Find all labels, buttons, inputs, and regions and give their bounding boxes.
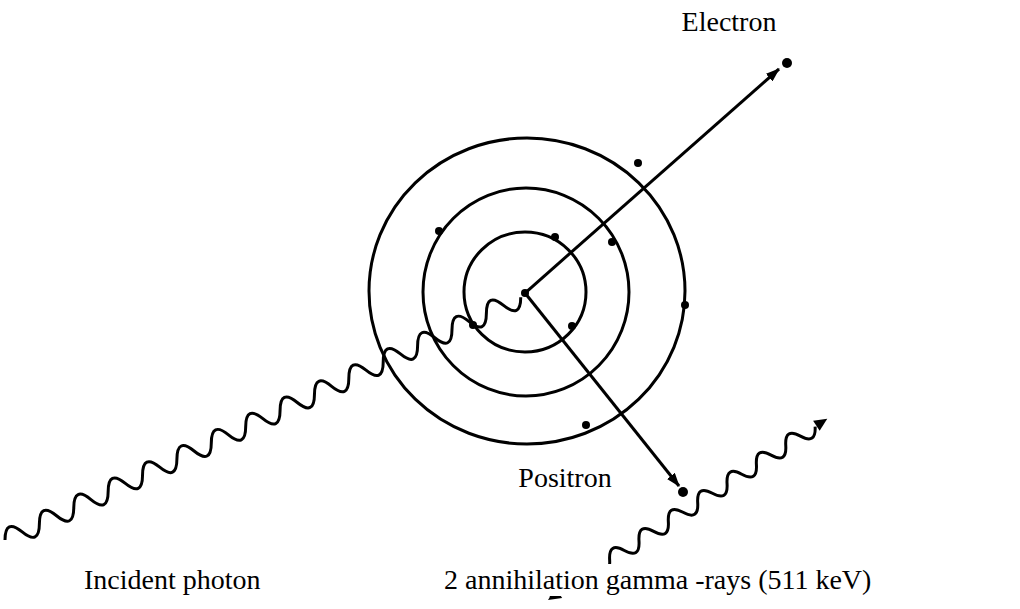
electron-dot bbox=[582, 421, 590, 429]
text-label: Incident photon bbox=[81, 564, 264, 596]
incident-photon-wave bbox=[1, 288, 525, 549]
emitted-electron bbox=[782, 58, 792, 68]
electron-track bbox=[525, 69, 779, 293]
positron-track bbox=[525, 293, 679, 486]
text-label: Electron bbox=[679, 6, 780, 38]
electron-dot bbox=[551, 233, 559, 241]
text-label: Positron bbox=[515, 462, 614, 494]
text-label: 2 annihilation gamma -rays (511 keV) bbox=[441, 564, 874, 596]
orbital-electrons bbox=[435, 159, 689, 429]
electron-dot bbox=[608, 238, 616, 246]
electron-dot bbox=[634, 159, 642, 167]
arrowhead bbox=[813, 414, 830, 431]
electron-dot bbox=[568, 322, 576, 330]
annihilation-point bbox=[678, 487, 688, 497]
electron-dot bbox=[435, 227, 443, 235]
photon-wave bbox=[1, 288, 525, 549]
electron-dot bbox=[681, 301, 689, 309]
